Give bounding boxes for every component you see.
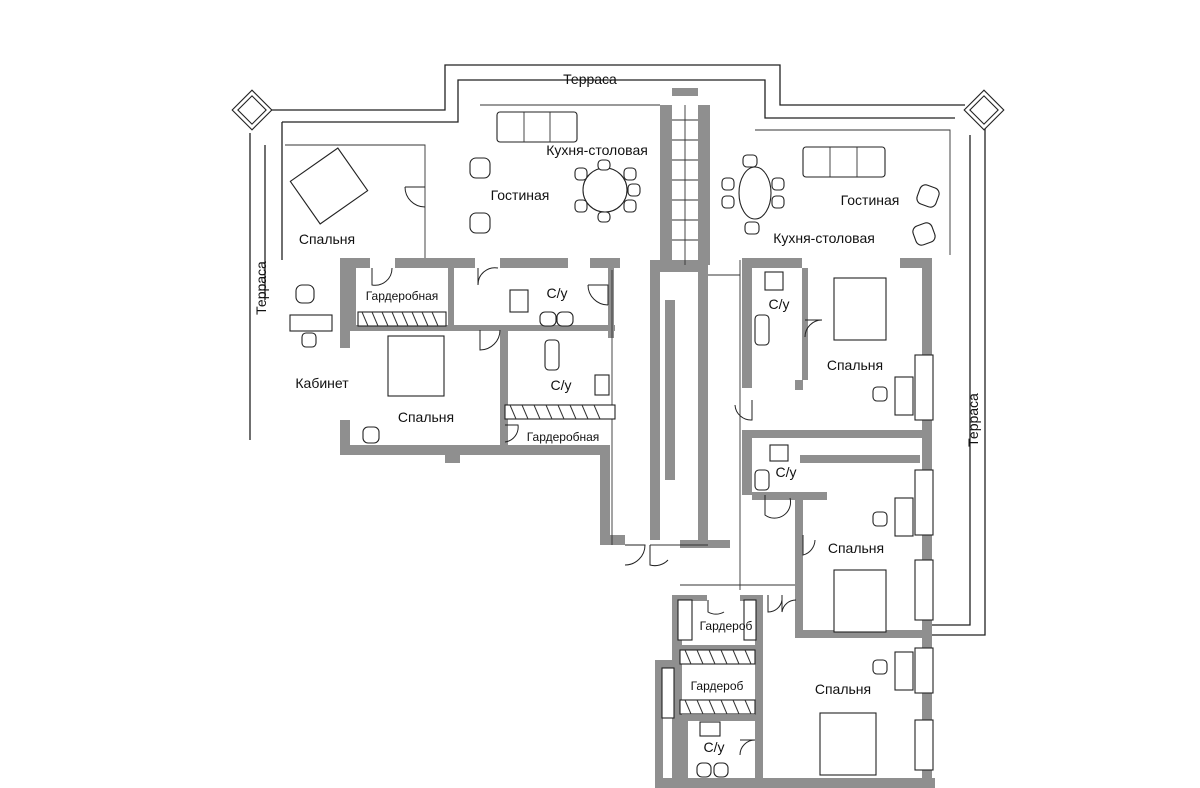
room-label-bedroom-r1: Спальня — [827, 357, 883, 373]
terrace-label-left: Терраса — [253, 261, 269, 315]
room-label-bath-left-mid: С/у — [551, 377, 572, 393]
room-label-wardrobe-left: Гардеробная — [366, 289, 439, 303]
room-label-living-left: Гостиная — [491, 187, 550, 203]
room-label-study: Кабинет — [295, 375, 349, 391]
room-label-bedroom-tl: Спальня — [299, 231, 355, 247]
beds — [289, 147, 887, 776]
room-label-bath-bottom: С/у — [704, 739, 725, 755]
desks — [289, 314, 914, 691]
walls — [340, 88, 935, 788]
wardrobe-hatching — [357, 311, 757, 719]
corner-column-left — [231, 89, 273, 131]
sofa-left — [496, 111, 578, 143]
room-label-wardrobe-mid: Гардеробная — [527, 430, 600, 444]
room-label-wardrobe-b1: Гардероб — [700, 619, 753, 633]
armchairs — [295, 157, 940, 675]
terrace-outline — [249, 64, 986, 636]
room-label-kitchen-right: Кухня-столовая — [773, 230, 875, 246]
room-label-kitchen-left: Кухня-столовая — [546, 142, 648, 158]
window-strips — [914, 354, 934, 771]
dining-table-right — [721, 154, 785, 235]
dining-table-left — [574, 159, 641, 223]
sofa-right — [802, 146, 886, 178]
doors — [371, 186, 823, 756]
terrace-label-top: Терраса — [563, 71, 617, 87]
room-label-bedroom-r2: Спальня — [828, 540, 884, 556]
room-label-bath-left-top: С/у — [547, 285, 568, 301]
room-label-bath-right-top: С/у — [769, 296, 790, 312]
room-label-bath-right-mid: С/у — [776, 464, 797, 480]
corner-column-right — [963, 89, 1005, 131]
terrace-label-right: Терраса — [965, 393, 981, 447]
room-label-bedroom-ml: Спальня — [398, 409, 454, 425]
bathroom-fixtures — [509, 271, 789, 778]
room-label-wardrobe-b2: Гардероб — [691, 679, 744, 693]
room-label-living-right: Гостиная — [841, 192, 900, 208]
room-label-bedroom-r3: Спальня — [815, 681, 871, 697]
